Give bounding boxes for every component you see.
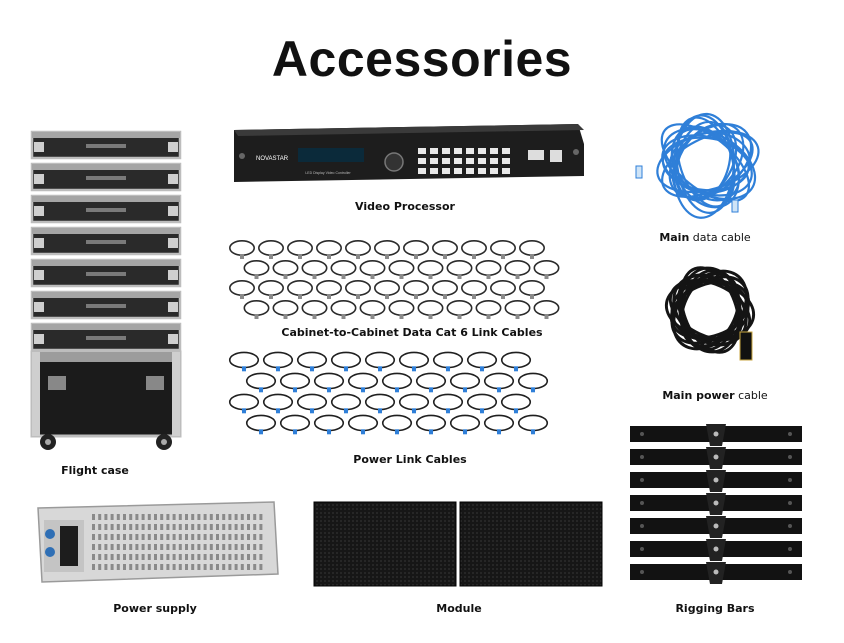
video-processor-brand: NOVASTAR [256,156,289,162]
rigging-bars-image [630,424,802,584]
flight-case-label: Flight case [61,464,129,477]
module-label: Module [436,602,482,615]
video-processor-subtitle: LED Display Video Controller [305,171,351,175]
main-power-cable-label-bold: Main power [662,389,735,402]
power-supply-label: Power supply [113,602,197,615]
main-data-cable-label-bold: Main [659,231,690,244]
main-power-cable-label: Main power cable [640,389,790,402]
main-data-cable-label-rest: data cable [689,231,751,244]
video-processor-label: Video Processor [355,200,455,213]
module-image [313,501,603,587]
flight-case-image [30,130,182,450]
video-processor-image: NOVASTAR LED Display Video Controller [234,124,584,182]
power-supply-image [37,501,279,583]
data-link-cables-image [229,240,560,319]
data-link-cables-label: Cabinet-to-Cabinet Data Cat 6 Link Cable… [281,326,543,339]
main-data-cable-image [635,112,760,219]
page-title: Accessories [271,31,573,87]
power-link-cables-label: Power Link Cables [353,453,467,466]
power-link-cables-image [228,351,549,435]
main-power-cable-label-rest: cable [734,389,768,402]
main-data-cable-label: Main data cable [640,231,770,244]
main-power-cable-image [664,266,756,361]
rigging-bars-label: Rigging Bars [675,602,755,615]
